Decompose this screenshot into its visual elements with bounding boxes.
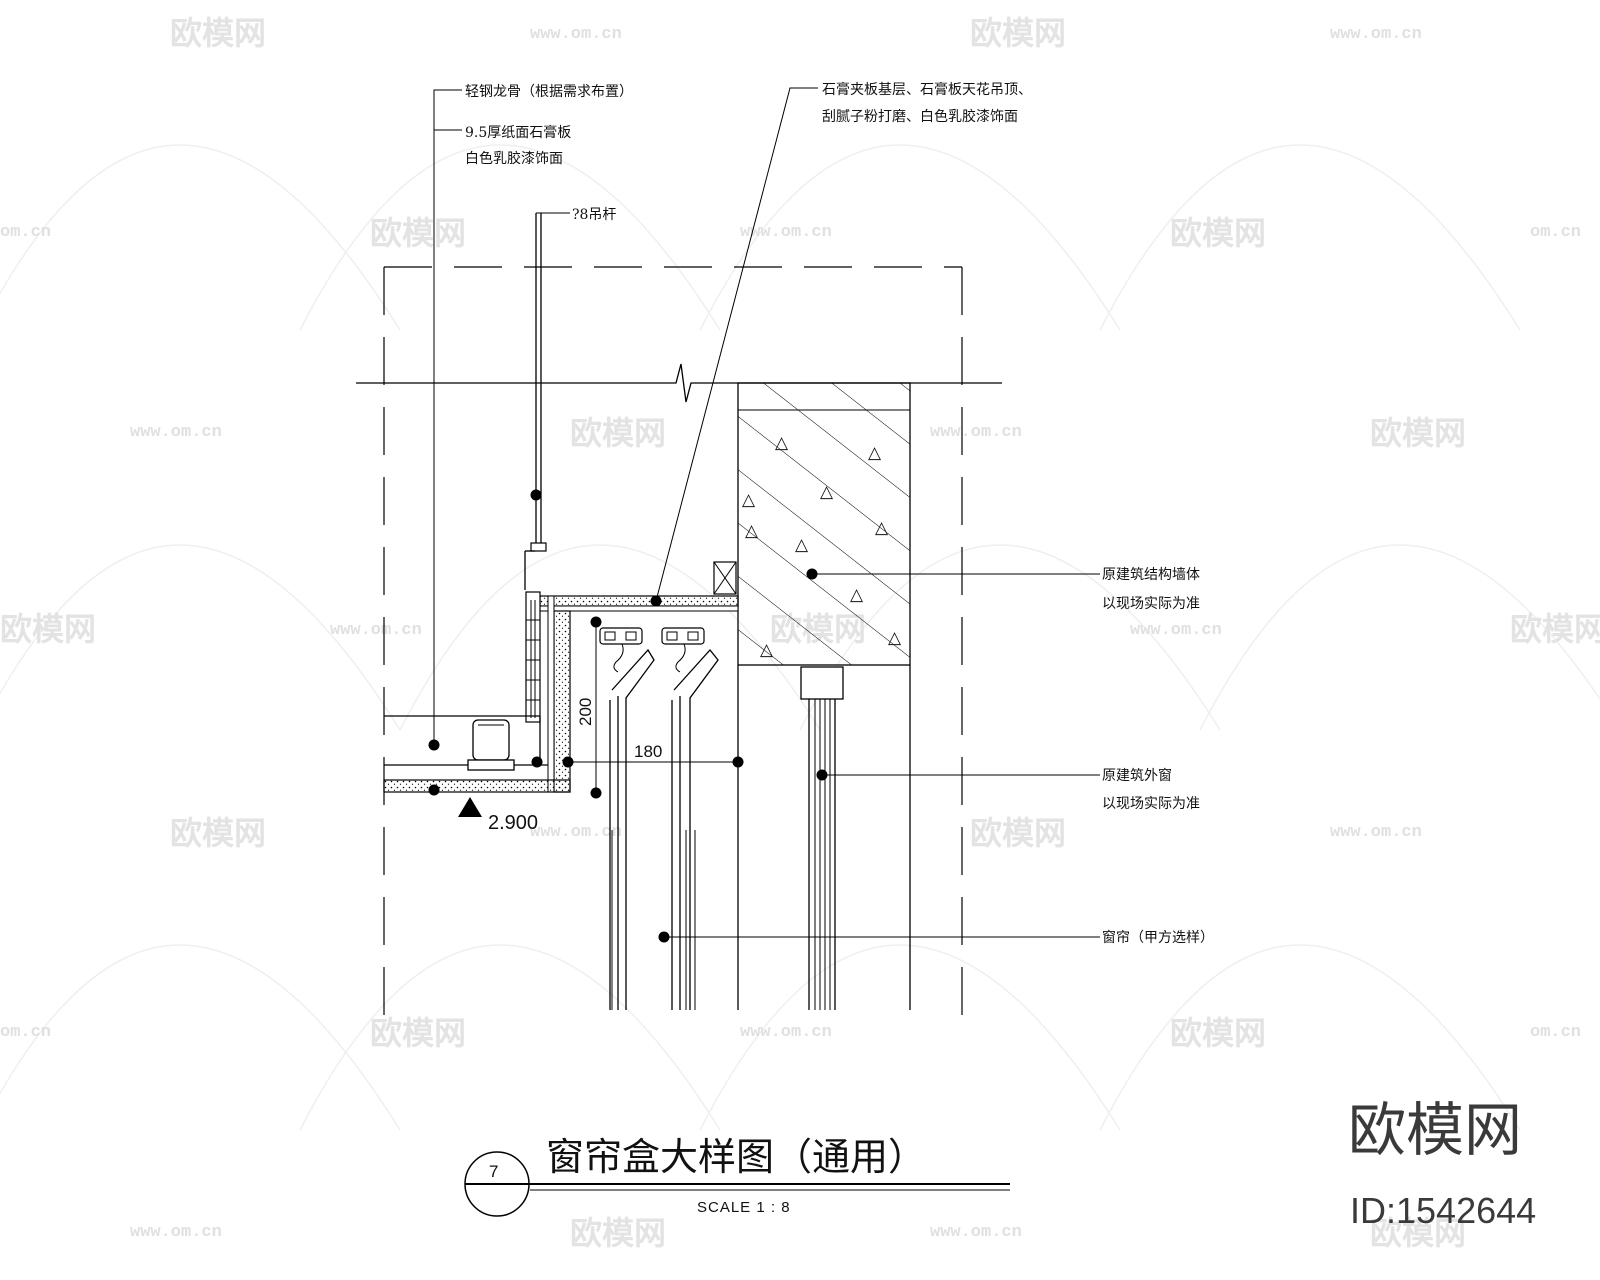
watermark-text: 欧模网 (170, 814, 266, 852)
svg-text:△: △ (888, 628, 902, 647)
brand-logo-text: 欧模网 (1348, 1096, 1522, 1164)
top-finish-note-line2: 刮腻子粉打磨、白色乳胶漆饰面 (822, 108, 1018, 125)
svg-text:△: △ (820, 482, 834, 501)
watermark-url: www.om.cn (930, 1223, 1022, 1242)
keel-note: 轻钢龙骨（根据需求布置） (465, 84, 633, 100)
watermark-text: 欧模网 (370, 1014, 466, 1052)
svg-text:△: △ (875, 518, 889, 537)
watermark-url: www.om.cn (1330, 25, 1422, 44)
watermark-url: www.om.cn (330, 621, 422, 640)
curtain-box (383, 591, 739, 793)
watermark-url: om.cn (1530, 1023, 1581, 1042)
watermark-url: www.om.cn (740, 223, 832, 242)
svg-text:△: △ (795, 535, 809, 554)
window-note-line1: 原建筑外窗 (1102, 767, 1172, 784)
curtain-note: 窗帘（甲方选样） (1102, 929, 1214, 946)
svg-text:△: △ (760, 640, 774, 659)
watermark-text: 欧模网 (170, 14, 266, 52)
watermark-url: www.om.cn (130, 423, 222, 442)
leader-lines (428, 87, 1100, 943)
board-note-line2: 白色乳胶漆饰面 (465, 150, 563, 167)
window-note-line2: 以现场实际为准 (1102, 796, 1200, 812)
curtain-tracks (599, 627, 705, 673)
dimension-marks (458, 616, 744, 817)
svg-text:△: △ (745, 521, 759, 540)
watermark-text: 欧模网 (570, 1214, 666, 1252)
svg-text:△: △ (850, 585, 864, 604)
watermark-layer: 欧模网 欧模网 www.om.cn www.om.cn 欧模网 欧模网 om.c… (0, 14, 1600, 1252)
svg-text:△: △ (775, 433, 789, 452)
elevation-label: 2.900 (488, 812, 538, 834)
drawing-scale: SCALE 1 : 8 (697, 1199, 791, 1216)
top-finish-note-line1: 石膏夹板基层、石膏板天花吊顶、 (822, 81, 1032, 98)
watermark-url: om.cn (0, 223, 51, 242)
watermark-url: www.om.cn (740, 1023, 832, 1042)
exterior-window (737, 665, 911, 1010)
suspension-rod (524, 213, 547, 590)
curtain-folds (609, 648, 719, 1010)
width-dimension: 180 (634, 742, 662, 761)
wall-note-line1: 原建筑结构墙体 (1102, 567, 1200, 583)
watermark-text: 欧模网 (1510, 610, 1600, 648)
detail-number: 7 (489, 1162, 498, 1181)
watermark-text: 欧模网 (1170, 1014, 1266, 1052)
watermark-url: www.om.cn (530, 823, 622, 842)
svg-text:△: △ (742, 490, 756, 509)
watermark-text: 欧模网 (1370, 1214, 1466, 1252)
watermark-text: 欧模网 (570, 414, 666, 452)
watermark-url: om.cn (1530, 223, 1581, 242)
brand-stamp: 欧模网 ID:1542644 (1348, 1096, 1536, 1231)
board-note-line1: 9.5厚纸面石膏板 (465, 124, 571, 141)
structural-wall: △ △ △ △ △ △ △ △ △ △ (713, 382, 911, 666)
elevation-marker-icon (458, 797, 482, 817)
rod-note: ?8吊杆 (572, 207, 616, 223)
drawing-title: 窗帘盒大样图（通用） (546, 1135, 926, 1179)
watermark-text: 欧模网 (970, 814, 1066, 852)
watermark-url: www.om.cn (530, 25, 622, 44)
watermark-text: 欧模网 (370, 214, 466, 252)
watermark-text: 欧模网 (1170, 214, 1266, 252)
watermark-url: www.om.cn (1130, 621, 1222, 640)
watermark-text: 欧模网 (0, 610, 96, 648)
detail-boundary (383, 266, 963, 1015)
watermark-text: 欧模网 (970, 14, 1066, 52)
title-block: 7 窗帘盒大样图（通用） SCALE 1 : 8 (464, 1135, 1010, 1217)
watermark-url: om.cn (0, 1023, 51, 1042)
height-dimension: 200 (576, 698, 595, 726)
watermark-url: www.om.cn (1330, 823, 1422, 842)
brand-id: ID:1542644 (1350, 1190, 1536, 1231)
watermark-text: 欧模网 (1370, 414, 1466, 452)
annotation-text: 轻钢龙骨（根据需求布置） 9.5厚纸面石膏板 白色乳胶漆饰面 ?8吊杆 石膏夹板… (465, 81, 1214, 946)
watermark-url: www.om.cn (130, 1223, 222, 1242)
watermark-url: www.om.cn (930, 423, 1022, 442)
svg-text:△: △ (868, 443, 882, 462)
wall-note-line2: 以现场实际为准 (1102, 596, 1200, 612)
